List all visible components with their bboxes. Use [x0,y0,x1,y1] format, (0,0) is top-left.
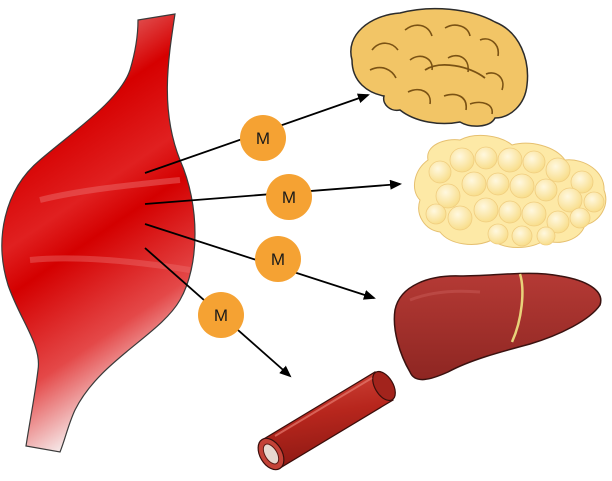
adipose-tissue-icon [413,134,607,248]
muscle-icon [1,13,196,453]
brain-icon [350,7,529,127]
messenger-circle: M [240,115,286,161]
liver-icon [393,272,602,381]
messenger-label: M [256,129,270,148]
messenger-label: M [214,306,228,325]
messenger-circle: M [198,292,244,338]
messenger-circle: M [266,174,312,220]
blood-vessel-icon [257,370,396,471]
messenger-label: M [271,250,285,269]
messenger-circle: M [255,236,301,282]
messenger-label: M [282,188,296,207]
